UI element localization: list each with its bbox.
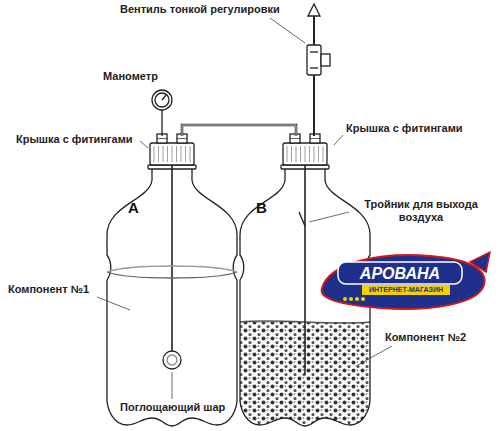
- diffuser-ball: [163, 351, 181, 369]
- bottle-letter: A: [128, 199, 139, 217]
- air-tee: [299, 212, 305, 226]
- valve-ring: [310, 67, 318, 68]
- cap-ridge: [163, 146, 164, 162]
- valve-ring: [310, 51, 318, 52]
- fitting-nut: [290, 138, 300, 139]
- pressure-gauge: [152, 90, 172, 110]
- outlet-tube: [313, 75, 315, 136]
- cap-ridge: [154, 146, 155, 162]
- part-label: Манометр: [103, 70, 158, 83]
- fitting-nut: [310, 138, 320, 139]
- logo-subtitle: ИНТЕРНЕТ-МАГАЗИН: [362, 286, 450, 294]
- bottle-cap: [283, 143, 327, 165]
- cap-ridge: [167, 146, 168, 162]
- cap-ridge: [287, 146, 288, 162]
- cap-ridge: [314, 146, 315, 162]
- cap-ridge: [185, 146, 186, 162]
- cap-ridge: [158, 146, 159, 162]
- part-label: Тройник для выхода воздуха: [350, 198, 492, 224]
- outlet-arrow: [308, 4, 320, 16]
- logo-dot: [349, 297, 353, 301]
- cap-ridge: [300, 146, 301, 162]
- part-label: Поглощающий шар: [118, 401, 227, 414]
- logo-name: АРОВАНА: [338, 264, 462, 283]
- leader-line: [309, 212, 349, 222]
- liquid-level: [107, 266, 237, 272]
- gauge-stem: [161, 110, 162, 136]
- diffuser-ball-inner: [167, 355, 177, 365]
- leader-line: [270, 18, 305, 43]
- part-label: Компонент №1: [6, 283, 91, 296]
- shop-logo: [322, 252, 490, 309]
- part-label: Вентиль тонкой регулировки: [120, 3, 280, 16]
- cap-ridge: [190, 146, 191, 162]
- part-label: Компонент №2: [383, 331, 468, 344]
- needle-valve: [307, 45, 321, 75]
- cap-ridge: [296, 146, 297, 162]
- cap-ridge: [323, 146, 324, 162]
- cap-ridge: [181, 146, 182, 162]
- connecting-hose: [182, 125, 296, 136]
- outlet-tube: [313, 14, 315, 45]
- logo-dot: [361, 297, 365, 301]
- logo-band: [362, 285, 450, 295]
- tube-a: [171, 165, 173, 351]
- logo-fin: [470, 252, 490, 272]
- part-label: Крышка с фитингами: [346, 122, 463, 135]
- leader-line: [97, 297, 130, 310]
- fitting-nut: [157, 138, 167, 139]
- cap-ridge: [305, 146, 306, 162]
- logo-dot: [343, 297, 347, 301]
- valve-knob: [321, 54, 330, 66]
- part-label: Крышка с фитингами: [16, 133, 133, 146]
- leader-line: [172, 372, 173, 399]
- hose-inner: [182, 125, 296, 136]
- cap-ridge: [318, 146, 319, 162]
- cap-ridge: [291, 146, 292, 162]
- fitting-nut: [177, 138, 187, 139]
- cap-ridge: [172, 146, 173, 162]
- bottle-letter: B: [256, 199, 267, 217]
- gauge-needle: [162, 95, 166, 100]
- logo-dot: [355, 297, 359, 301]
- logo-plate: [338, 262, 462, 284]
- liquid-level: [107, 272, 237, 278]
- gauge-dial: [155, 93, 169, 107]
- logo-fish: [322, 255, 485, 309]
- leader-line: [334, 135, 343, 145]
- tube-b: [304, 165, 306, 375]
- bottle-cap: [150, 143, 194, 165]
- cap-ridge: [176, 146, 177, 162]
- cap-ridge: [309, 146, 310, 162]
- leader-line: [140, 141, 148, 148]
- leader-line: [356, 346, 392, 366]
